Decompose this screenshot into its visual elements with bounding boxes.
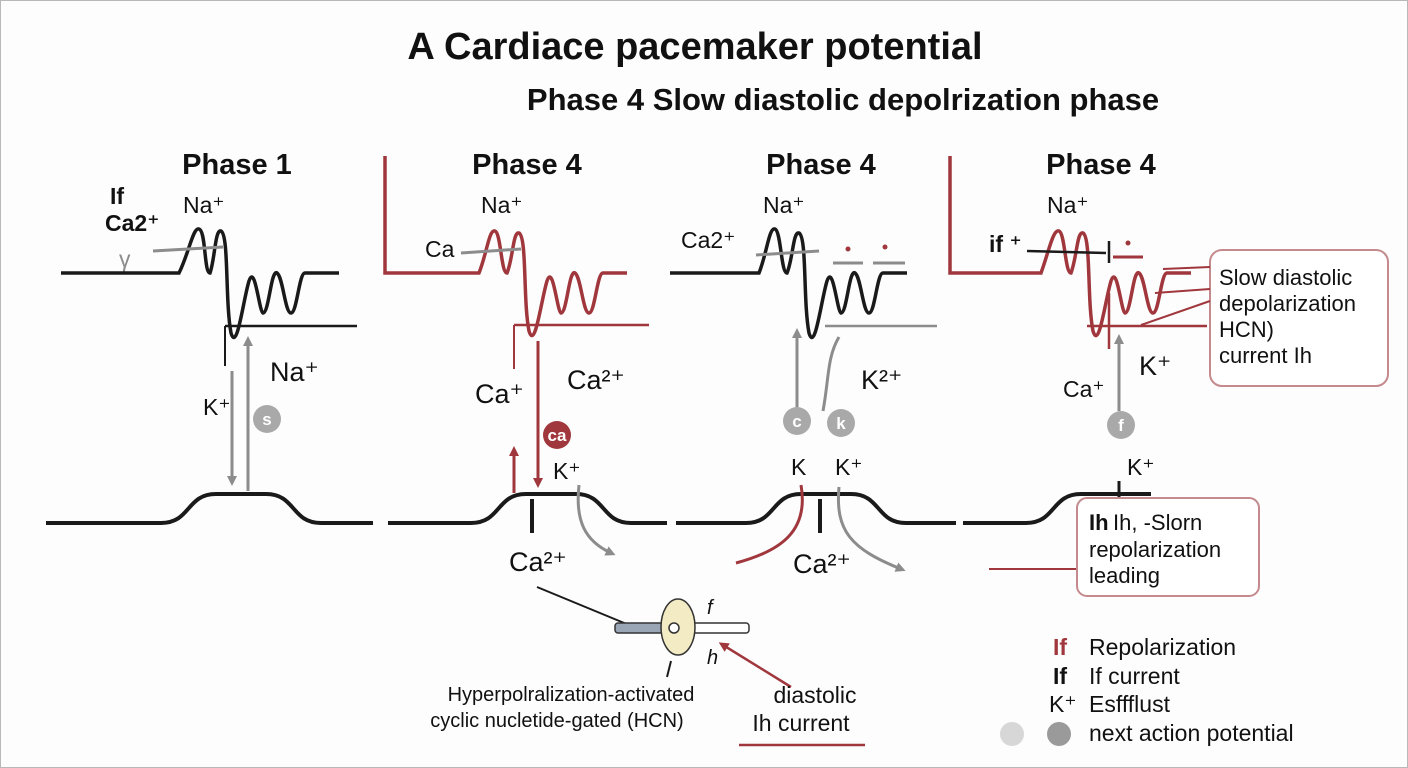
diagram-subtitle: Phase 4 Slow diastolic depolrization pha… [527,82,1159,117]
channel-pointer [536,586,630,626]
membrane-baseline [46,492,373,525]
callout-line: repolarization [1089,537,1221,562]
ca2-side-label: Ca²⁺ [567,365,625,395]
callout-pointer [1154,288,1211,294]
k-left-label: K [791,454,807,480]
legend-symbol: K⁺ [1049,691,1076,717]
dot-marker [845,246,851,252]
callout-ih-bold: Ih [1089,510,1109,535]
f-badge-label: f [1118,416,1124,435]
k-efflux-arrow [576,484,616,556]
legend-dot-light [1000,722,1024,746]
diagram-title: A Cardiace pacemaker potential [407,26,982,68]
gamma-label: γ [119,246,131,272]
panel-phase-4-b: Phase 4 Na⁺ Ca2⁺ K²⁺ c k K K⁺ Ca²⁺ [670,149,956,579]
panel-phase-4-c: Phase 4 Na⁺ if ⁺ Ca⁺ K⁺ f K⁺ [948,149,1207,570]
legend-text: If current [1089,663,1180,689]
membrane-baseline [388,492,667,525]
na-top-label: Na⁺ [1047,192,1089,218]
s-badge [253,405,281,433]
ca2-bottom-label: Ca²⁺ [509,547,567,577]
ih-current-label: Ih current [752,710,850,736]
k-right-label: K⁺ [835,454,862,480]
legend-text: Esffflust [1089,691,1171,717]
legend-text: next action potential [1089,720,1294,746]
ca2-label: Ca2⁺ [105,210,159,236]
callout-slow-diastolic: Slow diastolic depolarization HCN) curre… [1140,249,1389,387]
ca-badge [543,421,571,449]
ca-current-line [460,247,522,255]
legend-symbol: If [1053,663,1067,689]
na-top-label: Na⁺ [763,192,805,218]
s-badge-label: s [262,410,271,429]
k-badge [827,409,855,437]
f-label: f [707,597,715,619]
membrane-baseline [963,492,1151,525]
legend-text: Repolarization [1089,634,1236,660]
c-badge-label: c [792,412,801,431]
callout-box [1076,497,1260,597]
legend: If Repolarization If If current K⁺ Esfff… [1000,634,1294,746]
ca-label: Ca [425,236,455,262]
panel-heading: Phase 4 [1046,149,1156,181]
na-side-label: Na⁺ [270,357,319,387]
legend-dot-dark [1047,722,1071,746]
f-badge [1107,411,1135,439]
k-efflux-arrow [836,486,906,572]
ca2-bottom-label: Ca²⁺ [793,549,851,579]
panel-phase-4-a: Phase 4 Na⁺ Ca Ca⁺ Ca²⁺ ca K⁺ Ca²⁺ [383,149,667,577]
callout-line: HCN) [1219,317,1274,342]
callout-line: depolarization [1219,291,1356,316]
dot-marker [882,244,888,250]
ca-plus-label: Ca⁺ [475,379,524,409]
ca-badge-label: ca [548,426,567,445]
k-label: K⁺ [553,458,580,484]
legend-symbol: If [1053,634,1067,660]
channel-gate-icon [668,622,680,634]
panel-heading: Phase 4 [766,149,876,181]
hcn-channel: f h Hyperpolralization-activated cyclic … [430,586,865,747]
h-label: h [707,647,718,669]
k-low-label: K⁺ [1127,454,1154,480]
k-big-label: K⁺ [1139,351,1171,381]
callout-line: leading [1089,563,1160,588]
channel-leg [666,660,672,678]
hcn-caption-line: Hyperpolralization-activated [448,684,695,706]
k-label: K⁺ [203,394,230,420]
k2-label: K²⁺ [861,365,902,395]
ca-plus-label: Ca⁺ [1063,376,1105,402]
na-top-label: Na⁺ [183,192,225,218]
ca2-label: Ca2⁺ [681,227,735,253]
callout-line: Slow diastolic [1219,265,1352,290]
callout-pointer [1162,266,1211,270]
panel-phase-1: Phase 1 If Ca2⁺ γ Na⁺ Na⁺ K⁺ s [46,149,373,525]
panel-heading: Phase 4 [472,149,582,181]
membrane-baseline [676,492,956,525]
diastolic-label: diastolic [773,682,856,708]
ca-curve [735,484,804,565]
callout-pointer [1140,300,1211,326]
k-badge-label: k [836,414,846,433]
na-top-label: Na⁺ [481,192,523,218]
hcn-caption-line: cyclic nucletide-gated (HCN) [430,710,683,732]
if-plus-label: if ⁺ [989,231,1022,257]
dot-marker [1125,240,1131,246]
action-potential-trace [948,156,1191,338]
if-current-line [1026,249,1107,255]
diastolic-arrow [718,642,792,689]
action-potential-trace [383,156,627,338]
callout-box [1209,249,1389,387]
c-badge [783,407,811,435]
callout-line: current Ih [1219,343,1312,368]
if-label: If [110,183,124,209]
ca-current-line [755,249,820,257]
callout-repolarization: Ih Ih, -Slorn repolarization leading [1076,497,1260,597]
callout-line: Ih, -Slorn [1113,510,1202,535]
action-potential-trace [61,227,339,339]
panel-heading: Phase 1 [182,149,292,181]
k-efflux-line [821,336,841,412]
if-current-line [152,245,224,253]
